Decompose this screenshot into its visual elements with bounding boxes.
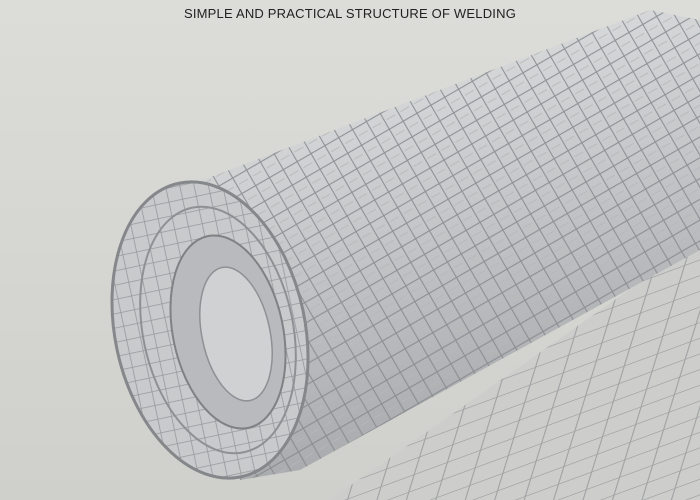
- image-caption: SIMPLE AND PRACTICAL STRUCTURE OF WELDIN…: [183, 6, 517, 21]
- mesh-roll-body: [190, 10, 700, 480]
- mesh-roll-end: [110, 180, 310, 480]
- flat-mesh-floor: [330, 240, 700, 500]
